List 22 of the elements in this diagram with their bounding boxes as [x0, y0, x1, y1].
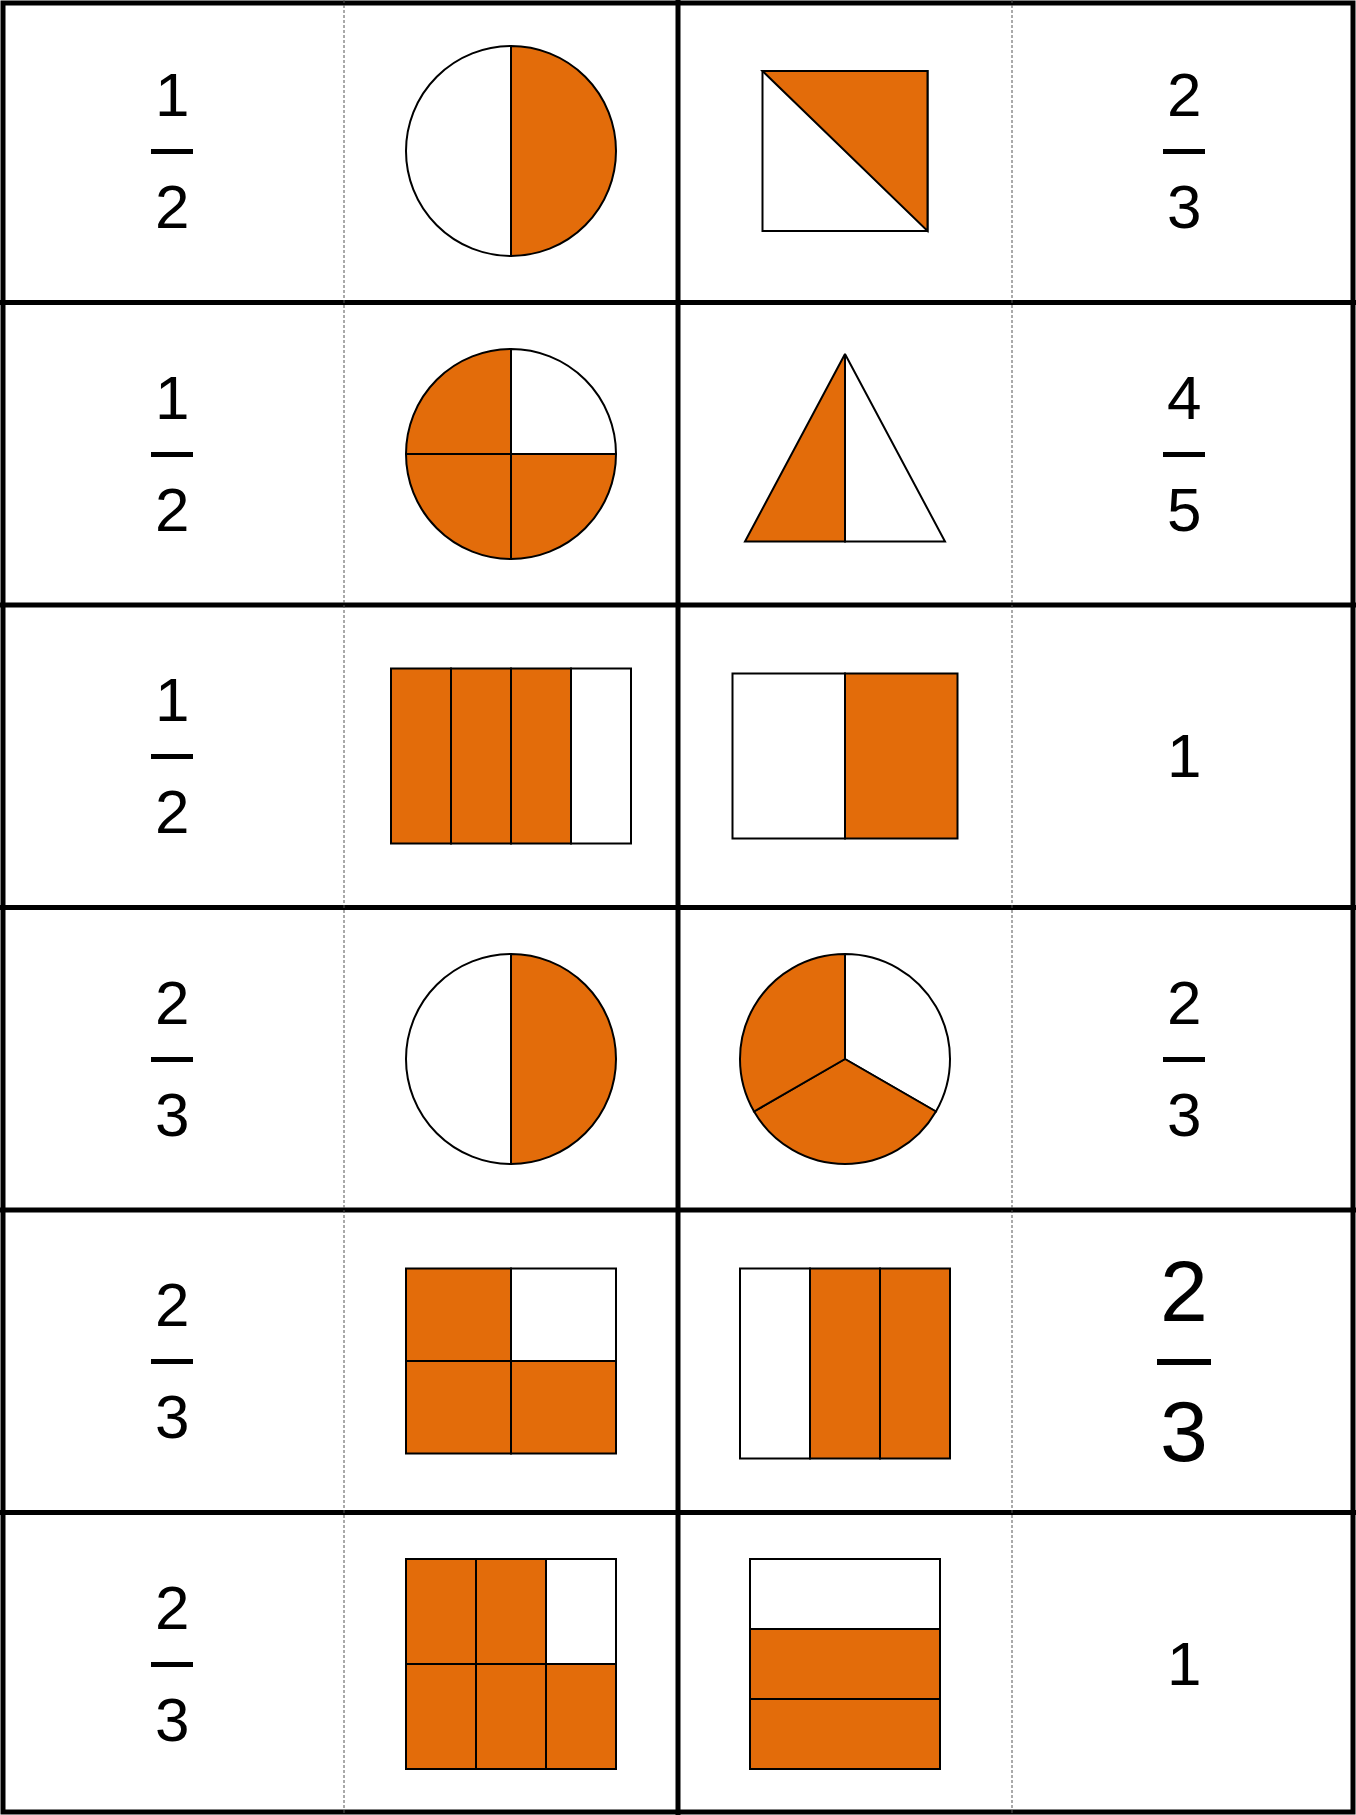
denominator: 2: [155, 176, 190, 239]
numerator: 2: [155, 1274, 190, 1337]
numerator: 1: [155, 366, 190, 429]
numerator: 2: [155, 1576, 190, 1639]
denominator: 3: [155, 1688, 190, 1751]
numerator: 2: [1160, 1248, 1208, 1335]
whole-number: 1: [1167, 725, 1202, 788]
numerator: 1: [155, 64, 190, 127]
denominator: 2: [155, 478, 190, 541]
denominator: 3: [155, 1083, 190, 1146]
whole-number: 1: [1167, 1632, 1202, 1695]
denominator: 3: [1167, 1083, 1202, 1146]
numerator: 2: [1167, 64, 1202, 127]
numerator: 2: [155, 971, 190, 1034]
numerator: 4: [1167, 366, 1202, 429]
denominator: 3: [1167, 176, 1202, 239]
denominator: 3: [1160, 1388, 1208, 1475]
numerator: 2: [1167, 971, 1202, 1034]
denominator: 3: [155, 1386, 190, 1449]
denominator: 2: [155, 781, 190, 844]
numerator: 1: [155, 669, 190, 732]
denominator: 5: [1167, 478, 1202, 541]
